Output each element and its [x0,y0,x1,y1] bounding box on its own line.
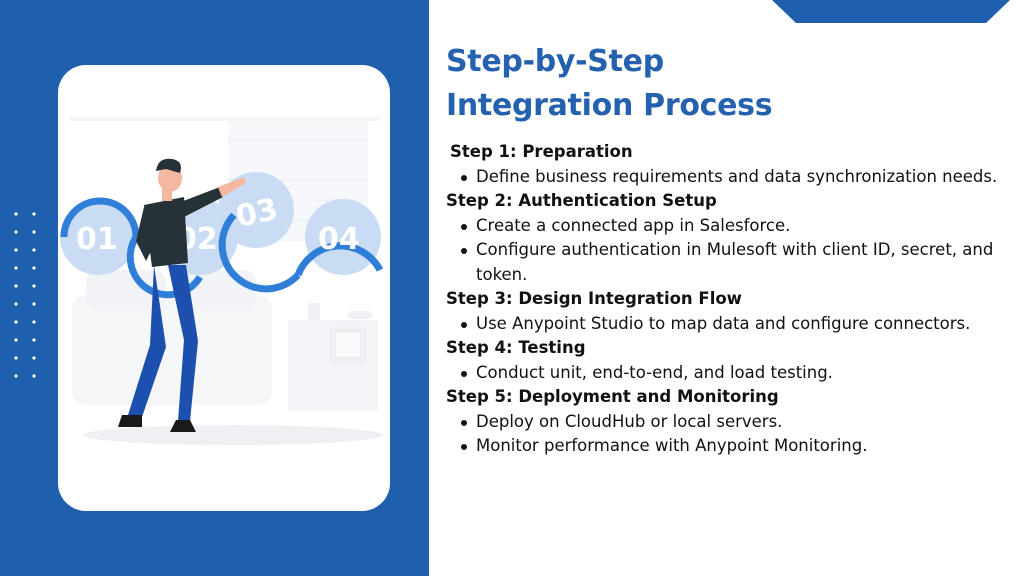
bullet-item: Conduct unit, end-to-end, and load testi… [446,361,1006,386]
step-number-04: 04 [318,222,360,257]
step-testing: Step 4: Testing Conduct unit, end-to-end… [446,336,1006,385]
bullet-item: Define business requirements and data sy… [446,165,1006,190]
step-title: Step 1: Preparation [450,142,633,161]
bullet-item: Use Anypoint Studio to map data and conf… [446,312,1006,337]
bullet-item: Configure authentication in Mulesoft wit… [446,238,1006,287]
person-figure [118,158,246,432]
process-illustration: 01 02 03 04 [60,117,384,445]
step-title: Step 4: Testing [446,338,586,357]
slide-title: Step-by-Step Integration Process [446,40,773,128]
bullet-item: Deploy on CloudHub or local servers. [446,410,1006,435]
step-number-01: 01 [76,222,118,257]
step-title: Step 3: Design Integration Flow [446,289,742,308]
step-title: Step 5: Deployment and Monitoring [446,387,779,406]
step-number-03: 03 [233,192,281,235]
dot-grid-decoration [14,212,36,378]
step-bullets: Conduct unit, end-to-end, and load testi… [446,361,1006,386]
step-authentication-setup: Step 2: Authentication Setup Create a co… [446,189,1006,287]
bullet-item: Create a connected app in Salesforce. [446,214,1006,239]
steps-list: Step 1: Preparation Define business requ… [446,140,1006,459]
step-title: Step 2: Authentication Setup [446,191,717,210]
step-design-integration-flow: Step 3: Design Integration Flow Use Anyp… [446,287,1006,336]
bullet-item: Monitor performance with Anypoint Monito… [446,434,1006,459]
corner-decoration [772,0,1010,23]
step-bullets: Create a connected app in Salesforce. Co… [446,214,1006,288]
title-line-2: Integration Process [446,88,773,123]
step-deployment-monitoring: Step 5: Deployment and Monitoring Deploy… [446,385,1006,459]
illustration-card: 01 02 03 04 [58,65,390,511]
step-bullets: Deploy on CloudHub or local servers. Mon… [446,410,1006,459]
left-blue-panel: 01 02 03 04 [0,0,429,576]
title-line-1: Step-by-Step [446,44,664,79]
step-bullets: Use Anypoint Studio to map data and conf… [446,312,1006,337]
step-bullets: Define business requirements and data sy… [446,165,1006,190]
step-preparation: Step 1: Preparation Define business requ… [446,140,1006,189]
